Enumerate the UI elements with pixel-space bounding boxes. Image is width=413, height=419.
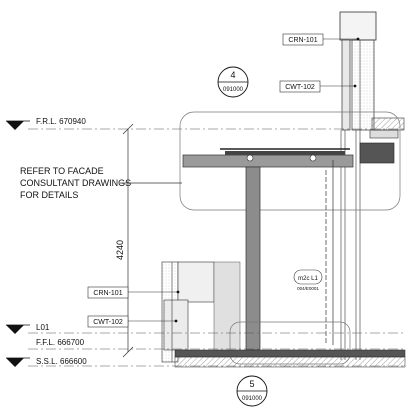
tag-cwt-top: CWT-102 — [279, 80, 357, 93]
frl-level-line — [6, 120, 405, 130]
ffl-label: F.F.L. 666700 — [36, 338, 85, 347]
detail-tag-line2: 004/E0001 — [297, 286, 319, 291]
roof-slab — [182, 148, 354, 168]
tag-crn-bottom-label: CRN-101 — [93, 290, 122, 297]
callout-top-number: 4 — [230, 70, 235, 80]
section-callout-top[interactable]: 4 091000 — [217, 66, 249, 98]
note-line-2: CONSULTANT DRAWINGS — [20, 178, 131, 188]
tag-crn-top: CRN-101 — [282, 33, 360, 46]
height-dimension-value: 4240 — [115, 240, 125, 260]
l01-label: L01 — [36, 323, 50, 332]
detail-tag-line1: m2c L1 — [298, 276, 318, 282]
note-line-1: REFER TO FACADE — [20, 166, 104, 176]
note-line-3: FOR DETAILS — [20, 190, 78, 200]
callout-bottom-number: 5 — [249, 379, 254, 389]
tag-cwt-bottom: CWT-102 — [87, 315, 178, 328]
frl-label: F.R.L. 670940 — [36, 117, 86, 126]
ssl-label: S.S.L. 666600 — [36, 357, 87, 366]
right-wall — [339, 11, 405, 360]
l01-level-line — [6, 324, 405, 334]
ssl-level-line — [6, 357, 405, 367]
callout-bottom-sheet: 091000 — [242, 396, 263, 402]
facade-zone-top — [179, 111, 401, 211]
floor-slab — [174, 349, 406, 368]
window-frame — [325, 160, 334, 345]
callout-top-sheet: 091000 — [223, 87, 244, 93]
height-dimension — [122, 123, 134, 358]
detail-tag: m2c L1 004/E0001 — [293, 269, 323, 291]
column — [245, 166, 261, 351]
tag-cwt-top-label: CWT-102 — [285, 84, 315, 91]
lower-wall — [161, 261, 241, 363]
tag-crn-bottom: CRN-101 — [87, 286, 180, 299]
tag-cwt-bottom-label: CWT-102 — [93, 319, 123, 326]
tag-crn-top-label: CRN-101 — [288, 37, 317, 44]
section-callout-bottom[interactable]: 5 091000 — [236, 375, 268, 407]
